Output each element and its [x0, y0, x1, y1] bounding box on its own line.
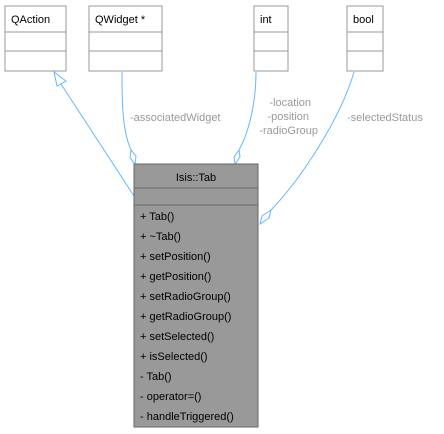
class-box-isis-tab: Isis::Tab + Tab() + ~Tab() + setPosition…	[133, 163, 259, 428]
edge-label-position: -position	[267, 111, 309, 123]
class-name-bool: bool	[353, 14, 374, 26]
aggregation-diamond-icon	[129, 148, 137, 166]
method-handle-triggered: - handleTriggered()	[140, 411, 234, 423]
association-edge-int	[238, 71, 257, 151]
edge-label-radio-group: -radioGroup	[259, 125, 318, 137]
method-private-tab: - Tab()	[140, 371, 172, 383]
edge-labels: -associatedWidget -location -position -r…	[130, 97, 423, 137]
method-tab-constructor: + Tab()	[140, 211, 174, 223]
edge-label-selected-status: -selectedStatus	[347, 112, 423, 124]
class-box-qwidget: QWidget *	[88, 5, 163, 72]
class-name-qwidget: QWidget *	[95, 14, 146, 26]
method-is-selected: + isSelected()	[140, 351, 208, 363]
edge-label-location: -location	[269, 97, 311, 109]
method-operator-assign: - operator=()	[140, 391, 201, 403]
method-set-position: + setPosition()	[140, 251, 211, 263]
class-name-qaction: QAction	[11, 14, 50, 26]
class-name-int: int	[260, 14, 272, 26]
association-edge-qwidget	[121, 71, 132, 151]
edge-label-associated-widget: -associatedWidget	[130, 112, 221, 124]
edges	[53, 70, 355, 226]
class-box-qaction: QAction	[4, 5, 67, 72]
method-get-position: + getPosition()	[140, 271, 211, 283]
aggregation-diamond-icon	[259, 208, 272, 226]
class-name-isis-tab: Isis::Tab	[176, 172, 216, 184]
method-get-radio-group: + getRadioGroup()	[140, 311, 231, 323]
class-box-bool: bool	[346, 5, 384, 72]
method-set-radio-group: + setRadioGroup()	[140, 291, 231, 303]
association-edge-bool	[270, 71, 355, 211]
aggregation-diamond-icon	[233, 148, 241, 166]
class-box-int: int	[253, 5, 289, 72]
inheritance-edge-qaction	[60, 83, 135, 197]
method-set-selected: + setSelected()	[140, 331, 214, 343]
inheritance-arrowhead-icon	[53, 70, 67, 87]
method-tab-destructor: + ~Tab()	[140, 231, 181, 243]
